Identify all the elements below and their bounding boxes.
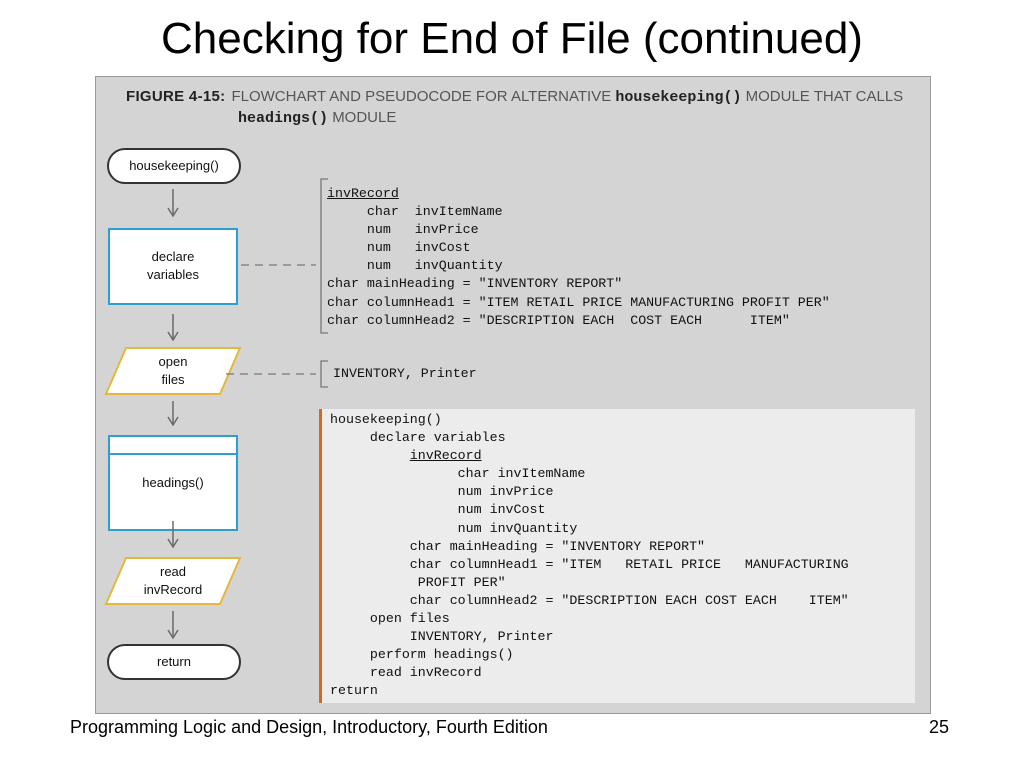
footer-book-title: Programming Logic and Design, Introducto… xyxy=(70,717,548,737)
declarations-annotation: invRecord char invItemName num invPrice … xyxy=(327,185,830,330)
flowchart-diagram xyxy=(104,148,328,680)
arrow-head xyxy=(167,629,179,640)
declare-label-line-2: variables xyxy=(146,267,200,282)
start-label: housekeeping() xyxy=(129,158,219,173)
pseudo-line: perform headings() xyxy=(330,647,514,663)
pseudo-line: num invQuantity xyxy=(330,520,578,536)
open-label-line-1: open xyxy=(158,354,188,369)
files-annotation: INVENTORY, Printer xyxy=(333,366,477,381)
pseudo-line: char columnHead1 = "ITEM RETAIL PRICE MA… xyxy=(330,556,849,572)
record-name: invRecord xyxy=(327,186,399,201)
headings-label: headings() xyxy=(142,475,204,490)
pseudocode-text: housekeeping() declare variables invReco… xyxy=(330,411,849,701)
figure-label: FIGURE 4-15: xyxy=(126,88,226,105)
decl-line: num invQuantity xyxy=(327,258,503,274)
declare-variables-process xyxy=(108,228,238,305)
pseudo-indent xyxy=(330,448,410,463)
pseudo-line: num invCost xyxy=(330,502,546,518)
caption-line-2: headings() MODULE xyxy=(126,108,903,129)
pseudo-line: INVENTORY, Printer xyxy=(330,629,554,645)
read-label-line-1: read xyxy=(159,564,187,579)
pseudo-line: open files xyxy=(330,611,450,627)
pseudocode-accent-bar xyxy=(319,409,322,703)
pseudo-line: read invRecord xyxy=(330,665,482,681)
decl-line: char mainHeading = "INVENTORY REPORT" xyxy=(327,276,623,292)
open-label-line-2: files xyxy=(161,372,185,387)
pseudo-line: PROFIT PER" xyxy=(330,574,506,590)
declare-label: declare variables xyxy=(109,248,237,284)
pseudo-line: num invPrice xyxy=(330,484,554,500)
read-record-io xyxy=(104,557,242,605)
caption-text-3: MODULE xyxy=(332,109,397,126)
arrow-head xyxy=(167,416,179,427)
annotation-bracket xyxy=(320,178,328,334)
caption-text: FLOWCHART AND PSEUDOCODE FOR ALTERNATIVE xyxy=(231,88,612,105)
open-label: open files xyxy=(106,353,240,389)
caption-code-housekeeping: housekeeping() xyxy=(615,89,742,106)
open-files-io xyxy=(104,347,242,395)
pseudo-line: return xyxy=(330,683,378,699)
page-number: 25 xyxy=(929,717,950,737)
start-terminal xyxy=(107,148,241,184)
pseudo-line: char mainHeading = "INVENTORY REPORT" xyxy=(330,538,706,554)
caption-code-headings: headings() xyxy=(238,110,329,127)
slide-title: Checking for End of File (continued) xyxy=(161,14,863,63)
pseudo-record-name: invRecord xyxy=(409,448,482,464)
figure-panel: FIGURE 4-15: FLOWCHART AND PSEUDOCODE FOR… xyxy=(95,76,931,714)
pseudo-line: char columnHead2 = "DESCRIPTION EACH COS… xyxy=(330,592,849,608)
decl-line: char columnHead2 = "DESCRIPTION EACH COS… xyxy=(327,312,790,328)
arrow-head xyxy=(167,331,179,342)
pseudo-line: housekeeping() xyxy=(330,412,442,427)
pseudo-line: declare variables xyxy=(330,430,506,446)
read-label-line-2: invRecord xyxy=(143,582,203,597)
caption-text-2: MODULE THAT CALLS xyxy=(745,88,904,105)
annotation-bracket xyxy=(320,360,328,388)
declare-label-line-1: declare xyxy=(151,249,195,264)
pseudo-line: char invItemName xyxy=(330,466,586,482)
caption-line-1: FIGURE 4-15: FLOWCHART AND PSEUDOCODE FOR… xyxy=(126,87,903,108)
figure-caption: FIGURE 4-15: FLOWCHART AND PSEUDOCODE FOR… xyxy=(126,87,903,129)
pseudocode-panel: housekeeping() declare variables invReco… xyxy=(319,409,915,703)
decl-line: char invItemName xyxy=(327,204,503,220)
arrow-head xyxy=(167,207,179,218)
end-terminal xyxy=(107,644,241,680)
decl-line: num invPrice xyxy=(327,222,479,238)
arrow-head xyxy=(167,538,179,549)
decl-line: char columnHead1 = "ITEM RETAIL PRICE MA… xyxy=(327,294,830,310)
decl-line: num invCost xyxy=(327,240,471,256)
end-label: return xyxy=(157,654,191,669)
read-label: read invRecord xyxy=(106,563,240,599)
